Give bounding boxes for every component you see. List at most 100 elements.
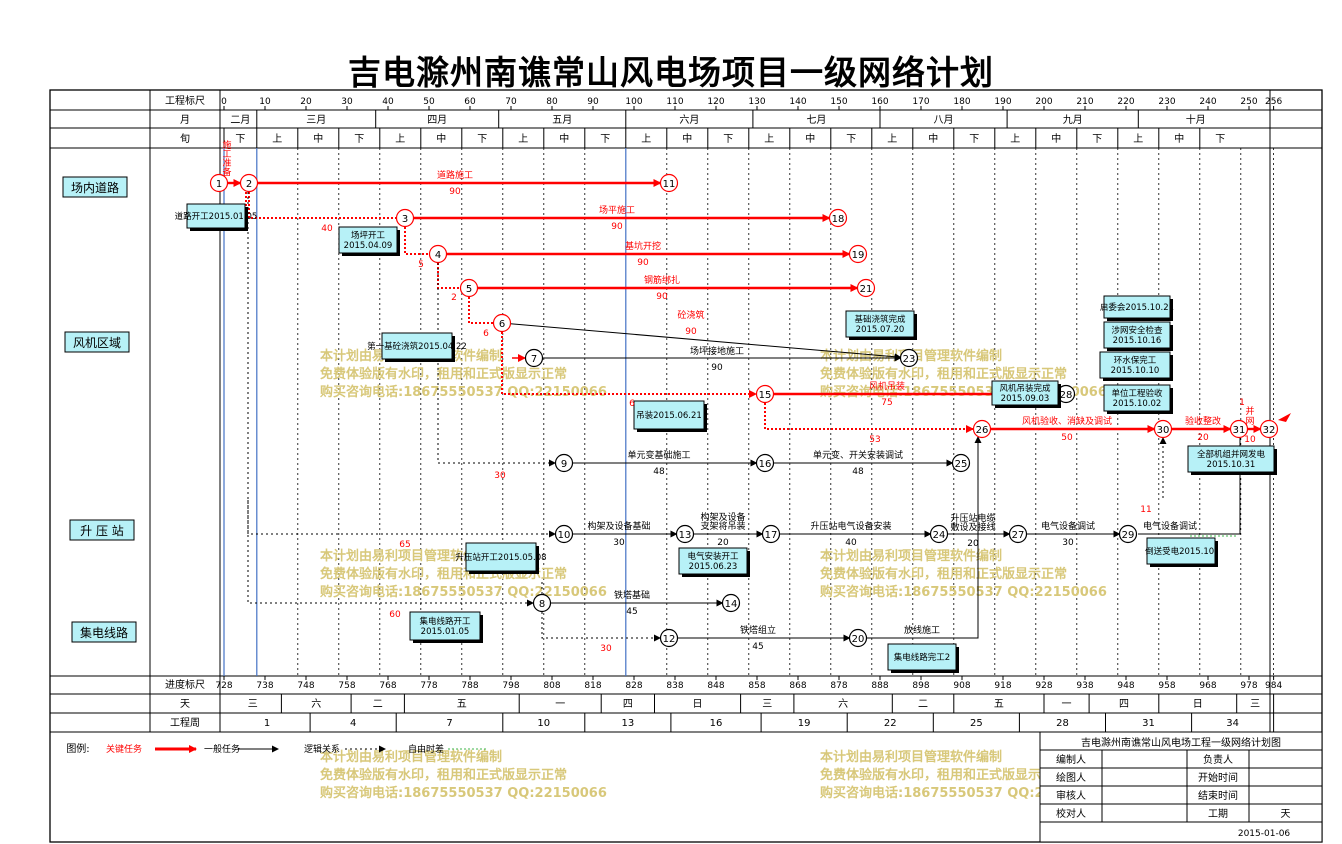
top-scale-tick: 250	[1240, 97, 1257, 107]
top-scale-tick: 140	[789, 97, 806, 107]
watermark-text: 免费体验版有水印，租用和正式版显示正常	[820, 767, 1067, 783]
bottom-scale-tick: 778	[420, 681, 437, 691]
node-number: 4	[435, 250, 441, 261]
top-scale-tick: 190	[994, 97, 1011, 107]
task-label: 敷设及接线	[950, 521, 995, 533]
task-label: 准	[222, 158, 231, 169]
task-duration: 30	[1062, 538, 1074, 548]
week-cell: 34	[1226, 718, 1239, 729]
bottom-scale-tick: 898	[912, 681, 929, 691]
node-number: 16	[759, 459, 772, 470]
xun-cell: 中	[682, 132, 692, 145]
bottom-scale-tick: 828	[625, 681, 642, 691]
milestone-text: 环水保完工	[1114, 355, 1157, 366]
milestone-text: 倒送受电2015.10.	[1145, 546, 1217, 557]
node-circle	[675, 524, 695, 544]
node-number: 15	[759, 390, 772, 401]
bottom-scale-tick: 768	[379, 681, 396, 691]
logic-path	[248, 192, 396, 219]
week-cell: 4	[350, 718, 356, 729]
xun-cell: 下	[600, 134, 610, 145]
task-label: 升压站电缆	[950, 512, 995, 524]
milestone-box	[678, 547, 748, 575]
watermark-text: 免费体验版有水印，租用和正式版显示正常	[320, 767, 567, 783]
node-number: 25	[955, 459, 968, 470]
node-circle	[554, 524, 574, 544]
task-label: 构架及设备	[700, 511, 745, 523]
node-circle	[721, 593, 741, 613]
legend-critical: 关键任务	[106, 743, 142, 755]
day-cell: 日	[1193, 699, 1203, 710]
task-label: 网	[1245, 416, 1254, 427]
bottom-scale-tick: 878	[830, 681, 847, 691]
float-label: 53	[869, 435, 880, 445]
float-label: 60	[389, 610, 401, 620]
xun-cell: 中	[313, 132, 323, 145]
task-duration: 48	[852, 467, 864, 477]
node-circle	[524, 348, 544, 368]
task-label: 电气设备调试	[1143, 520, 1197, 532]
month-cell: 十月	[1186, 113, 1206, 126]
task-label: 场平施工	[599, 204, 635, 216]
top-scale-tick: 20	[300, 97, 312, 107]
float-label: 2	[451, 293, 457, 303]
xun-cell: 上	[518, 133, 528, 145]
logic-path	[541, 612, 661, 642]
node-number: 20	[852, 634, 865, 645]
task-label: 放线施工	[904, 624, 940, 636]
month-cell: 七月	[806, 114, 826, 126]
top-scale-tick: 170	[912, 97, 929, 107]
bottom-scale-tick: 748	[297, 681, 314, 691]
milestone-box	[338, 226, 398, 254]
day-cell: 六	[311, 698, 321, 710]
day-cell: 一	[555, 699, 565, 710]
task-label: 验收整改	[1185, 415, 1221, 427]
xun-cell: 下	[1092, 134, 1102, 145]
node-circle	[848, 244, 868, 264]
watermark-text: 本计划由易利项目管理软件编制	[820, 749, 1002, 765]
logic-path	[468, 297, 493, 324]
milestone-text: 风机吊装完成	[999, 383, 1051, 394]
milestone-box	[845, 310, 915, 338]
task-duration: 45	[752, 642, 763, 652]
node-number: 26	[976, 425, 989, 436]
milestone-box	[186, 203, 246, 229]
task-duration: 75	[881, 398, 892, 408]
milestone-text: 集电线路完工2	[894, 652, 950, 663]
task-label: 单元变、开关安装调试	[813, 449, 903, 461]
bottom-scale-tick: 968	[1199, 681, 1216, 691]
bottom-scale-tick: 858	[748, 681, 765, 691]
bottom-scale-tick: 788	[461, 681, 478, 691]
title-block-cell: 绘图人	[1056, 771, 1086, 784]
milestone-text: 2015.04.09	[344, 241, 393, 251]
node-circle	[848, 628, 868, 648]
node-number: 3	[402, 214, 408, 225]
milestone-text: 基础浇筑完成	[854, 314, 906, 325]
milestone-text: 道路开工2015.01.05	[175, 211, 258, 222]
node-circle	[532, 593, 552, 613]
legend-float: 自由时差	[408, 743, 444, 755]
day-cell: 三	[762, 699, 772, 710]
month-row-label: 月	[180, 114, 190, 126]
task-label: 风机验收、消缺及调试	[1022, 415, 1112, 427]
week-cell: 28	[1056, 718, 1069, 729]
bottom-scale-tick: 758	[338, 681, 355, 691]
xun-cell: 下	[477, 134, 487, 145]
xun-row-label: 旬	[180, 132, 190, 145]
milestone-text: 全部机组并网发电	[1197, 449, 1266, 460]
xun-cell: 中	[1174, 132, 1184, 145]
watermark-text: 本计划由易利项目管理软件编制	[820, 548, 1002, 564]
xun-cell: 下	[969, 134, 979, 145]
top-scale-tick: 200	[1035, 97, 1052, 107]
milestone-text: 2015.10.10	[1111, 366, 1160, 376]
month-cell: 四月	[427, 114, 447, 126]
top-scale-tick: 100	[625, 97, 642, 107]
zone-box	[71, 621, 137, 643]
zone-box	[62, 176, 128, 198]
xun-cell: 下	[846, 134, 856, 145]
bottom-scale-tick: 978	[1240, 681, 1257, 691]
month-cell: 八月	[934, 114, 954, 126]
task-label: 电气设备调试	[1041, 520, 1095, 532]
milestone-box	[633, 400, 705, 430]
